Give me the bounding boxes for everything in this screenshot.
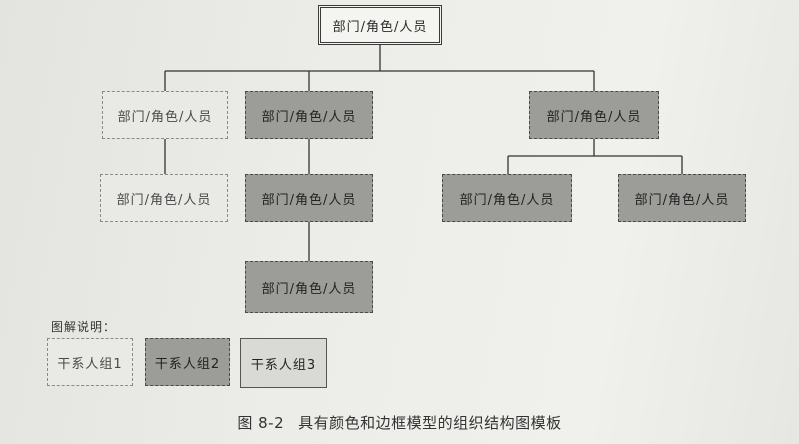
node-label: 部门/角色/人员 (634, 192, 730, 208)
org-node-l2-2: 部门/角色/人员 (245, 174, 373, 222)
legend-item-3: 干系人组3 (240, 338, 327, 388)
node-label: 部门/角色/人员 (459, 192, 555, 208)
node-label: 部门/角色/人员 (116, 192, 212, 208)
org-node-l1-1: 部门/角色/人员 (102, 91, 228, 139)
org-node-l2-1: 部门/角色/人员 (100, 174, 228, 222)
org-node-l1-3: 部门/角色/人员 (529, 91, 659, 139)
node-label: 部门/角色/人员 (261, 281, 357, 297)
node-label: 部门/角色/人员 (261, 109, 357, 125)
legend-item-1: 干系人组1 (47, 338, 133, 386)
node-label: 部门/角色/人员 (117, 109, 213, 125)
org-node-l3-1: 部门/角色/人员 (245, 261, 373, 313)
org-node-root: 部门/角色/人员 (318, 5, 442, 45)
legend-label: 干系人组2 (154, 356, 221, 372)
legend-item-2: 干系人组2 (145, 338, 230, 386)
org-node-l1-2: 部门/角色/人员 (245, 91, 373, 139)
node-label: 部门/角色/人员 (546, 109, 642, 125)
org-node-l2-4: 部门/角色/人员 (618, 174, 746, 222)
figure-caption: 图 8-2 具有颜色和边框模型的组织结构图模板 (0, 412, 799, 433)
legend-label: 干系人组3 (250, 357, 317, 373)
figure-title: 具有颜色和边框模型的组织结构图模板 (298, 414, 562, 432)
node-label: 部门/角色/人员 (332, 19, 428, 35)
figure-number: 图 8-2 (237, 414, 285, 432)
node-label: 部门/角色/人员 (261, 192, 357, 208)
org-node-l2-3: 部门/角色/人员 (442, 174, 572, 222)
legend-label: 干系人组1 (57, 356, 123, 372)
legend-title: 图解说明： (51, 320, 117, 334)
